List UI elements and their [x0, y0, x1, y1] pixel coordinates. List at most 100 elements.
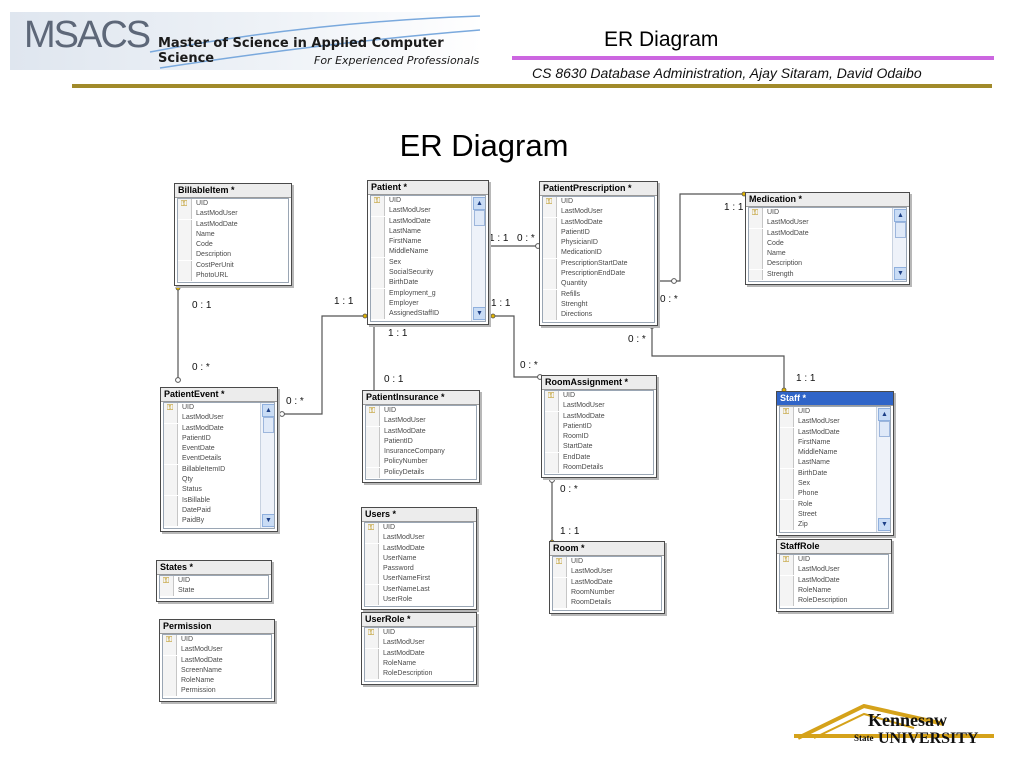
column-row[interactable]: LastModUser	[553, 567, 661, 578]
row-selector[interactable]	[553, 567, 567, 578]
column-row[interactable]: Sex	[780, 479, 890, 490]
scrollbar[interactable]: ▲▼	[260, 403, 274, 528]
row-selector[interactable]	[543, 289, 557, 300]
row-selector[interactable]	[780, 499, 794, 510]
column-row[interactable]: Employment_g	[371, 288, 485, 299]
row-selector[interactable]	[365, 523, 379, 533]
row-selector[interactable]	[749, 228, 763, 239]
column-row[interactable]: Strenght	[543, 299, 654, 310]
column-row[interactable]: MiddleName	[780, 448, 890, 459]
row-selector[interactable]	[371, 196, 385, 206]
row-selector[interactable]	[780, 458, 794, 469]
column-row[interactable]: StartDate	[545, 442, 653, 453]
row-selector[interactable]	[178, 229, 192, 240]
column-row[interactable]: PatientID	[543, 227, 654, 238]
row-selector[interactable]	[160, 576, 174, 586]
row-selector[interactable]	[543, 238, 557, 249]
column-row[interactable]: InsuranceCompany	[366, 447, 476, 458]
row-selector[interactable]	[749, 208, 763, 218]
row-selector[interactable]	[749, 249, 763, 260]
row-selector[interactable]	[543, 227, 557, 238]
column-row[interactable]: LastModDate	[780, 427, 890, 438]
row-selector[interactable]	[545, 463, 559, 474]
column-row[interactable]: LastName	[780, 458, 890, 469]
row-selector[interactable]	[163, 686, 177, 697]
column-row[interactable]: LastModDate	[553, 577, 661, 588]
column-row[interactable]: Zip	[780, 520, 890, 531]
column-row[interactable]: Password	[365, 564, 473, 575]
row-selector[interactable]	[543, 269, 557, 280]
column-row[interactable]: PaidBy	[164, 516, 274, 527]
column-row[interactable]: State	[160, 586, 268, 597]
column-row[interactable]: RoleDescription	[365, 669, 473, 680]
column-row[interactable]: LastModUser	[164, 413, 274, 424]
column-row[interactable]: LastModUser	[545, 401, 653, 412]
column-row[interactable]: LastModDate	[178, 219, 288, 230]
column-row[interactable]: LastModDate	[780, 575, 888, 586]
column-row[interactable]: EndDate	[545, 452, 653, 463]
column-row[interactable]: PrescriptionEndDate	[543, 269, 654, 280]
row-selector[interactable]	[164, 495, 178, 506]
row-selector[interactable]	[365, 669, 379, 680]
column-row[interactable]: ⚿UID	[780, 407, 890, 417]
column-row[interactable]: BirthDate	[371, 278, 485, 289]
table-title[interactable]: States *	[157, 561, 271, 575]
column-row[interactable]: BirthDate	[780, 468, 890, 479]
column-row[interactable]: LastModDate	[366, 426, 476, 437]
column-row[interactable]: ⚿UID	[553, 557, 661, 567]
scroll-up-icon[interactable]: ▲	[262, 404, 274, 417]
row-selector[interactable]	[366, 457, 380, 468]
scroll-down-icon[interactable]: ▼	[894, 267, 906, 281]
column-row[interactable]: BillableItemID	[164, 464, 274, 475]
row-selector[interactable]	[545, 452, 559, 463]
column-row[interactable]: RoomID	[545, 432, 653, 443]
row-selector[interactable]	[163, 665, 177, 676]
row-selector[interactable]	[749, 238, 763, 249]
column-row[interactable]: Street	[780, 509, 890, 520]
table-title[interactable]: StaffRole	[777, 540, 891, 554]
row-selector[interactable]	[371, 288, 385, 299]
table-title[interactable]: Users *	[362, 508, 476, 522]
column-row[interactable]: SocialSecurity	[371, 268, 485, 279]
row-selector[interactable]	[780, 509, 794, 520]
row-selector[interactable]	[780, 417, 794, 428]
column-row[interactable]: EventDate	[164, 444, 274, 455]
row-selector[interactable]	[178, 209, 192, 220]
scroll-up-icon[interactable]: ▲	[894, 209, 906, 222]
row-selector[interactable]	[780, 448, 794, 459]
scroll-thumb[interactable]	[879, 421, 890, 437]
row-selector[interactable]	[164, 454, 178, 465]
column-row[interactable]: LastModUser	[780, 565, 888, 576]
column-row[interactable]: ⚿UID	[365, 628, 473, 638]
column-row[interactable]: ⚿UID	[365, 523, 473, 533]
row-selector[interactable]	[543, 207, 557, 218]
column-row[interactable]: LastModDate	[163, 655, 271, 666]
scrollbar[interactable]: ▲▼	[892, 208, 906, 282]
row-selector[interactable]	[545, 401, 559, 412]
row-selector[interactable]	[371, 268, 385, 279]
column-row[interactable]: ⚿UID	[749, 208, 906, 218]
row-selector[interactable]	[371, 247, 385, 258]
scroll-up-icon[interactable]: ▲	[878, 408, 890, 421]
row-selector[interactable]	[366, 436, 380, 447]
column-row[interactable]: RoleName	[780, 585, 888, 596]
row-selector[interactable]	[553, 587, 567, 598]
column-row[interactable]: ⚿UID	[366, 406, 476, 416]
scroll-thumb[interactable]	[474, 210, 485, 226]
column-row[interactable]: EventDetails	[164, 454, 274, 465]
row-selector[interactable]	[543, 258, 557, 269]
scroll-down-icon[interactable]: ▼	[473, 306, 485, 320]
row-selector[interactable]	[371, 226, 385, 237]
column-row[interactable]: Qty	[164, 475, 274, 486]
